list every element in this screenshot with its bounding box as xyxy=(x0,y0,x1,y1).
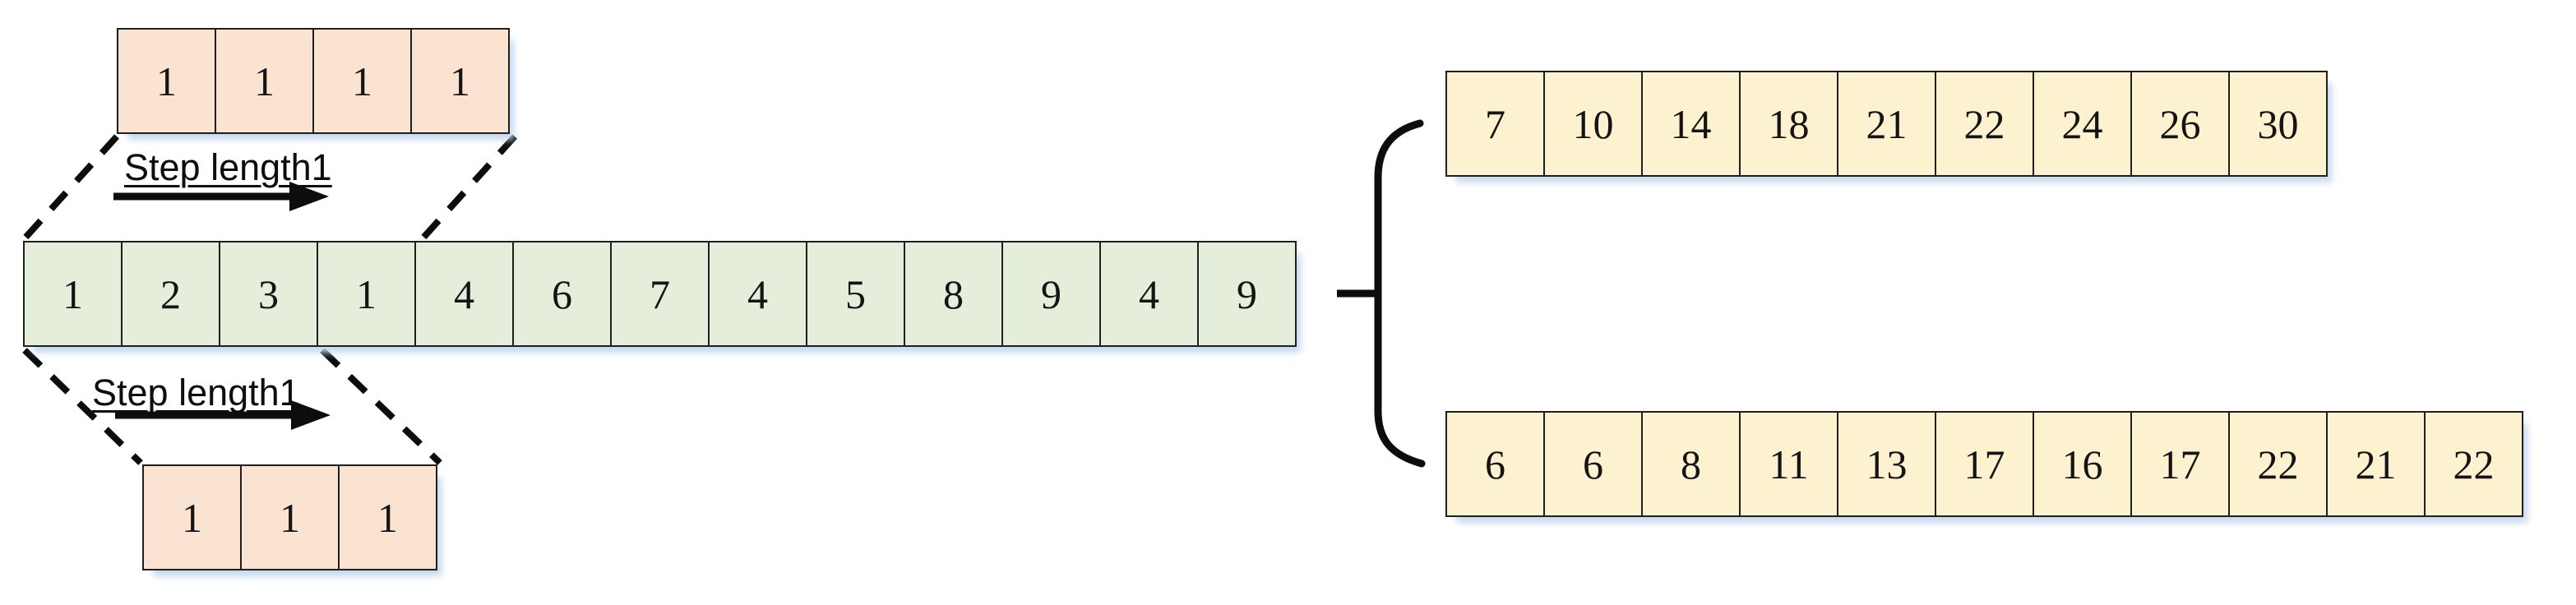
cell: 5 xyxy=(806,241,905,347)
cell: 21 xyxy=(1837,71,1936,177)
cell: 6 xyxy=(1445,411,1545,517)
step-arrow-top-icon xyxy=(113,182,329,211)
cell: 1 xyxy=(317,241,416,347)
cell: 1 xyxy=(240,464,340,570)
cell: 1 xyxy=(215,28,314,134)
cell: 17 xyxy=(2130,411,2230,517)
cell: 1 xyxy=(410,28,510,134)
cell: 3 xyxy=(219,241,318,347)
step-arrow-bottom-icon xyxy=(115,400,331,430)
cell: 24 xyxy=(2033,71,2132,177)
cell: 11 xyxy=(1739,411,1838,517)
brace-icon xyxy=(1374,119,1426,468)
cell: 1 xyxy=(117,28,216,134)
cell: 9 xyxy=(1001,241,1101,347)
cell: 13 xyxy=(1837,411,1936,517)
cell: 16 xyxy=(2033,411,2132,517)
cell: 9 xyxy=(1197,241,1297,347)
cell: 8 xyxy=(1641,411,1741,517)
cell: 21 xyxy=(2326,411,2426,517)
cell: 1 xyxy=(338,464,437,570)
cell: 17 xyxy=(1935,411,2034,517)
cell: 4 xyxy=(1099,241,1199,347)
cell: 22 xyxy=(2228,411,2328,517)
dashed-line-top-right xyxy=(420,134,517,241)
step-length-label-top: Step length1 xyxy=(124,146,332,188)
cell: 7 xyxy=(1445,71,1545,177)
dashed-line-top-left xyxy=(22,134,119,241)
cell: 7 xyxy=(610,241,710,347)
cell: 14 xyxy=(1641,71,1741,177)
cell: 2 xyxy=(121,241,220,347)
cell: 26 xyxy=(2130,71,2230,177)
cell: 22 xyxy=(2424,411,2523,517)
cell: 1 xyxy=(312,28,412,134)
step-length-label-bottom: Step length1 xyxy=(92,372,300,413)
cell: 6 xyxy=(512,241,612,347)
cell: 1 xyxy=(142,464,242,570)
dashed-line-bottom-right xyxy=(320,348,442,465)
cell: 4 xyxy=(708,241,807,347)
cell: 30 xyxy=(2228,71,2328,177)
cell: 22 xyxy=(1935,71,2034,177)
cell: 8 xyxy=(904,241,1003,347)
cell: 18 xyxy=(1739,71,1838,177)
cell: 6 xyxy=(1543,411,1643,517)
cell: 1 xyxy=(23,241,123,347)
dashed-line-bottom-left xyxy=(22,348,143,465)
cell: 10 xyxy=(1543,71,1643,177)
cell: 4 xyxy=(414,241,514,347)
